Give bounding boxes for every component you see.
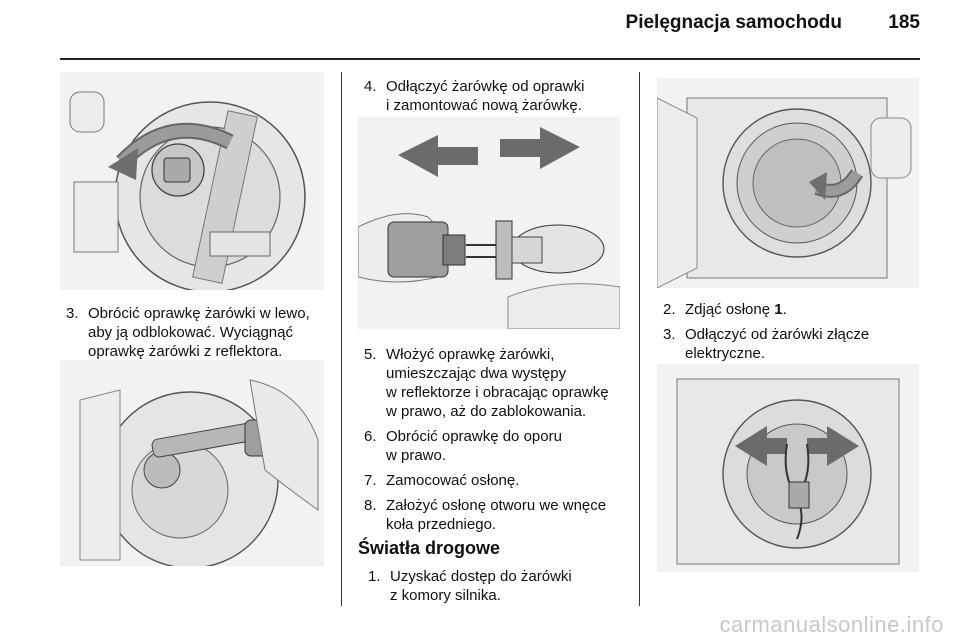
step-text-line: Uzyskać dostęp do żarówki [390,568,572,585]
column-divider [341,72,342,606]
step-text-line: Odłączyć od żarówki złącze [685,326,870,343]
steps-list: 4. Odłączyć żarówkę od oprawki i zamonto… [364,77,630,121]
figure-remove-cover [657,78,919,288]
step-4: 4. Odłączyć żarówkę od oprawki i zamonto… [364,77,630,115]
steps-list: 1. Uzyskać dostęp do żarówki z komory si… [368,567,630,611]
step-text-line: oprawkę żarówki z reflektora. [88,343,283,360]
step-text-line: Obrócić oprawkę do oporu [386,428,562,445]
step-7: 7. Zamocować osłonę. [364,471,634,490]
figure-bulb-holder-rotate-left [60,72,324,290]
header-title: Pielęgnacja samochodu [625,12,842,33]
step-number: 5. [364,346,377,363]
step-text-line: Założyć osłonę otworu we wnęce [386,497,607,514]
step-text-line: Odłączyć żarówkę od oprawki [386,78,585,95]
step-number: 7. [364,472,377,489]
step-number: 1. [368,568,381,585]
step-5: 5. Włożyć oprawkę żarówki, umieszczając … [364,345,634,421]
step-text: Zdjąć osłonę [685,301,775,318]
step-text-line: aby ją odblokować. Wyciągnąć [88,324,293,341]
step-number: 8. [364,497,377,514]
header-divider [60,58,920,60]
step-number: 2. [663,301,676,318]
figure-pull-bulb-holder [60,360,324,566]
step-text-line: umieszczając dwa występy [386,365,567,382]
figure-replace-bulb [358,117,620,329]
step-text-line: Włożyć oprawkę żarówki, [386,346,555,363]
section-heading: Światła drogowe [358,538,501,558]
step-text-line: w reflektorze i obracając oprawkę [386,384,609,401]
watermark: carmanualsonline.info [719,612,944,637]
step-8: 8. Założyć osłonę otworu we wnęce koła p… [364,496,634,534]
step-number: 3. [66,305,79,322]
step-text: . [782,301,787,318]
step-1: 1. Uzyskać dostęp do żarówki z komory si… [368,567,630,605]
step-text-line: w prawo. [386,447,447,464]
step-text-line: i zamontować nową żarówkę. [386,97,582,114]
step-text-line: Zamocować osłonę. [386,472,520,489]
page-number: 185 [888,12,920,33]
step-text-line: Obrócić oprawkę żarówki w lewo, [88,305,310,322]
step-number: 3. [663,326,676,343]
column-divider [639,72,640,606]
step-number: 6. [364,428,377,445]
step-number: 4. [364,78,377,95]
reference-number: 1 [774,301,783,318]
step-3: 3. Obrócić oprawkę żarówki w lewo, aby j… [66,304,336,361]
step-text-line: z komory silnika. [390,587,501,604]
steps-list: 5. Włożyć oprawkę żarówki, umieszczając … [364,345,634,540]
step-6: 6. Obrócić oprawkę do oporu w prawo. [364,427,634,465]
figure-disconnect-connector [657,364,919,572]
step-2: 2. Zdjąć osłonę 1. [663,300,933,319]
steps-list: 2. Zdjąć osłonę 1. 3. Odłączyć od żarówk… [663,300,933,369]
step-3: 3. Odłączyć od żarówki złącze elektryczn… [663,325,933,363]
steps-list: 3. Obrócić oprawkę żarówki w lewo, aby j… [66,304,336,367]
step-text-line: elektryczne. [685,345,766,362]
step-text-line: w prawo, aż do zablokowania. [386,403,587,420]
step-text-line: koła przedniego. [386,516,497,533]
